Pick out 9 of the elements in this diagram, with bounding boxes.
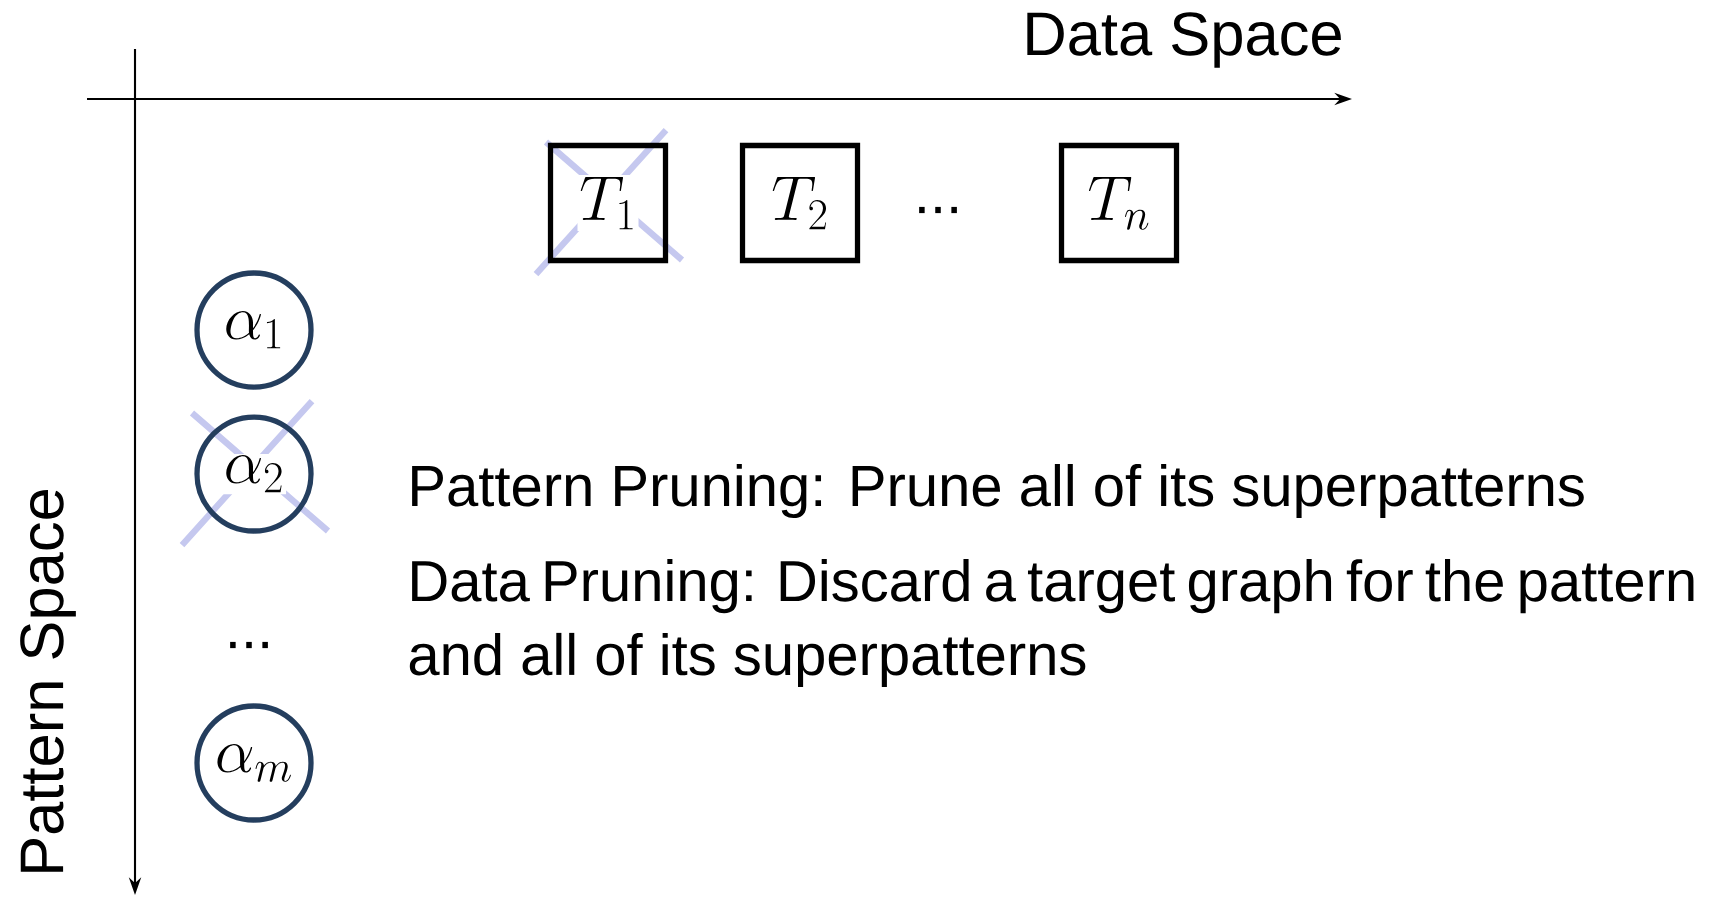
ellipsis: ... bbox=[919, 206, 957, 214]
pruning-note: Data Pruning: Discard a target graph for the pattern and all of its superpatterns bbox=[409, 559, 1694, 687]
ellipsis: ... bbox=[230, 641, 268, 649]
axis-title: Data Space bbox=[1027, 12, 1341, 68]
symbol-box: $T_n$ bbox=[1058, 142, 1180, 264]
symbol-box: $T_2$ bbox=[739, 142, 861, 264]
axis-title: Pattern Space bbox=[20, 489, 76, 872]
pruning-note: Pattern Pruning: Prune all of its superpatterns bbox=[412, 463, 1584, 519]
symbol-box: $T_1$ bbox=[547, 142, 669, 264]
